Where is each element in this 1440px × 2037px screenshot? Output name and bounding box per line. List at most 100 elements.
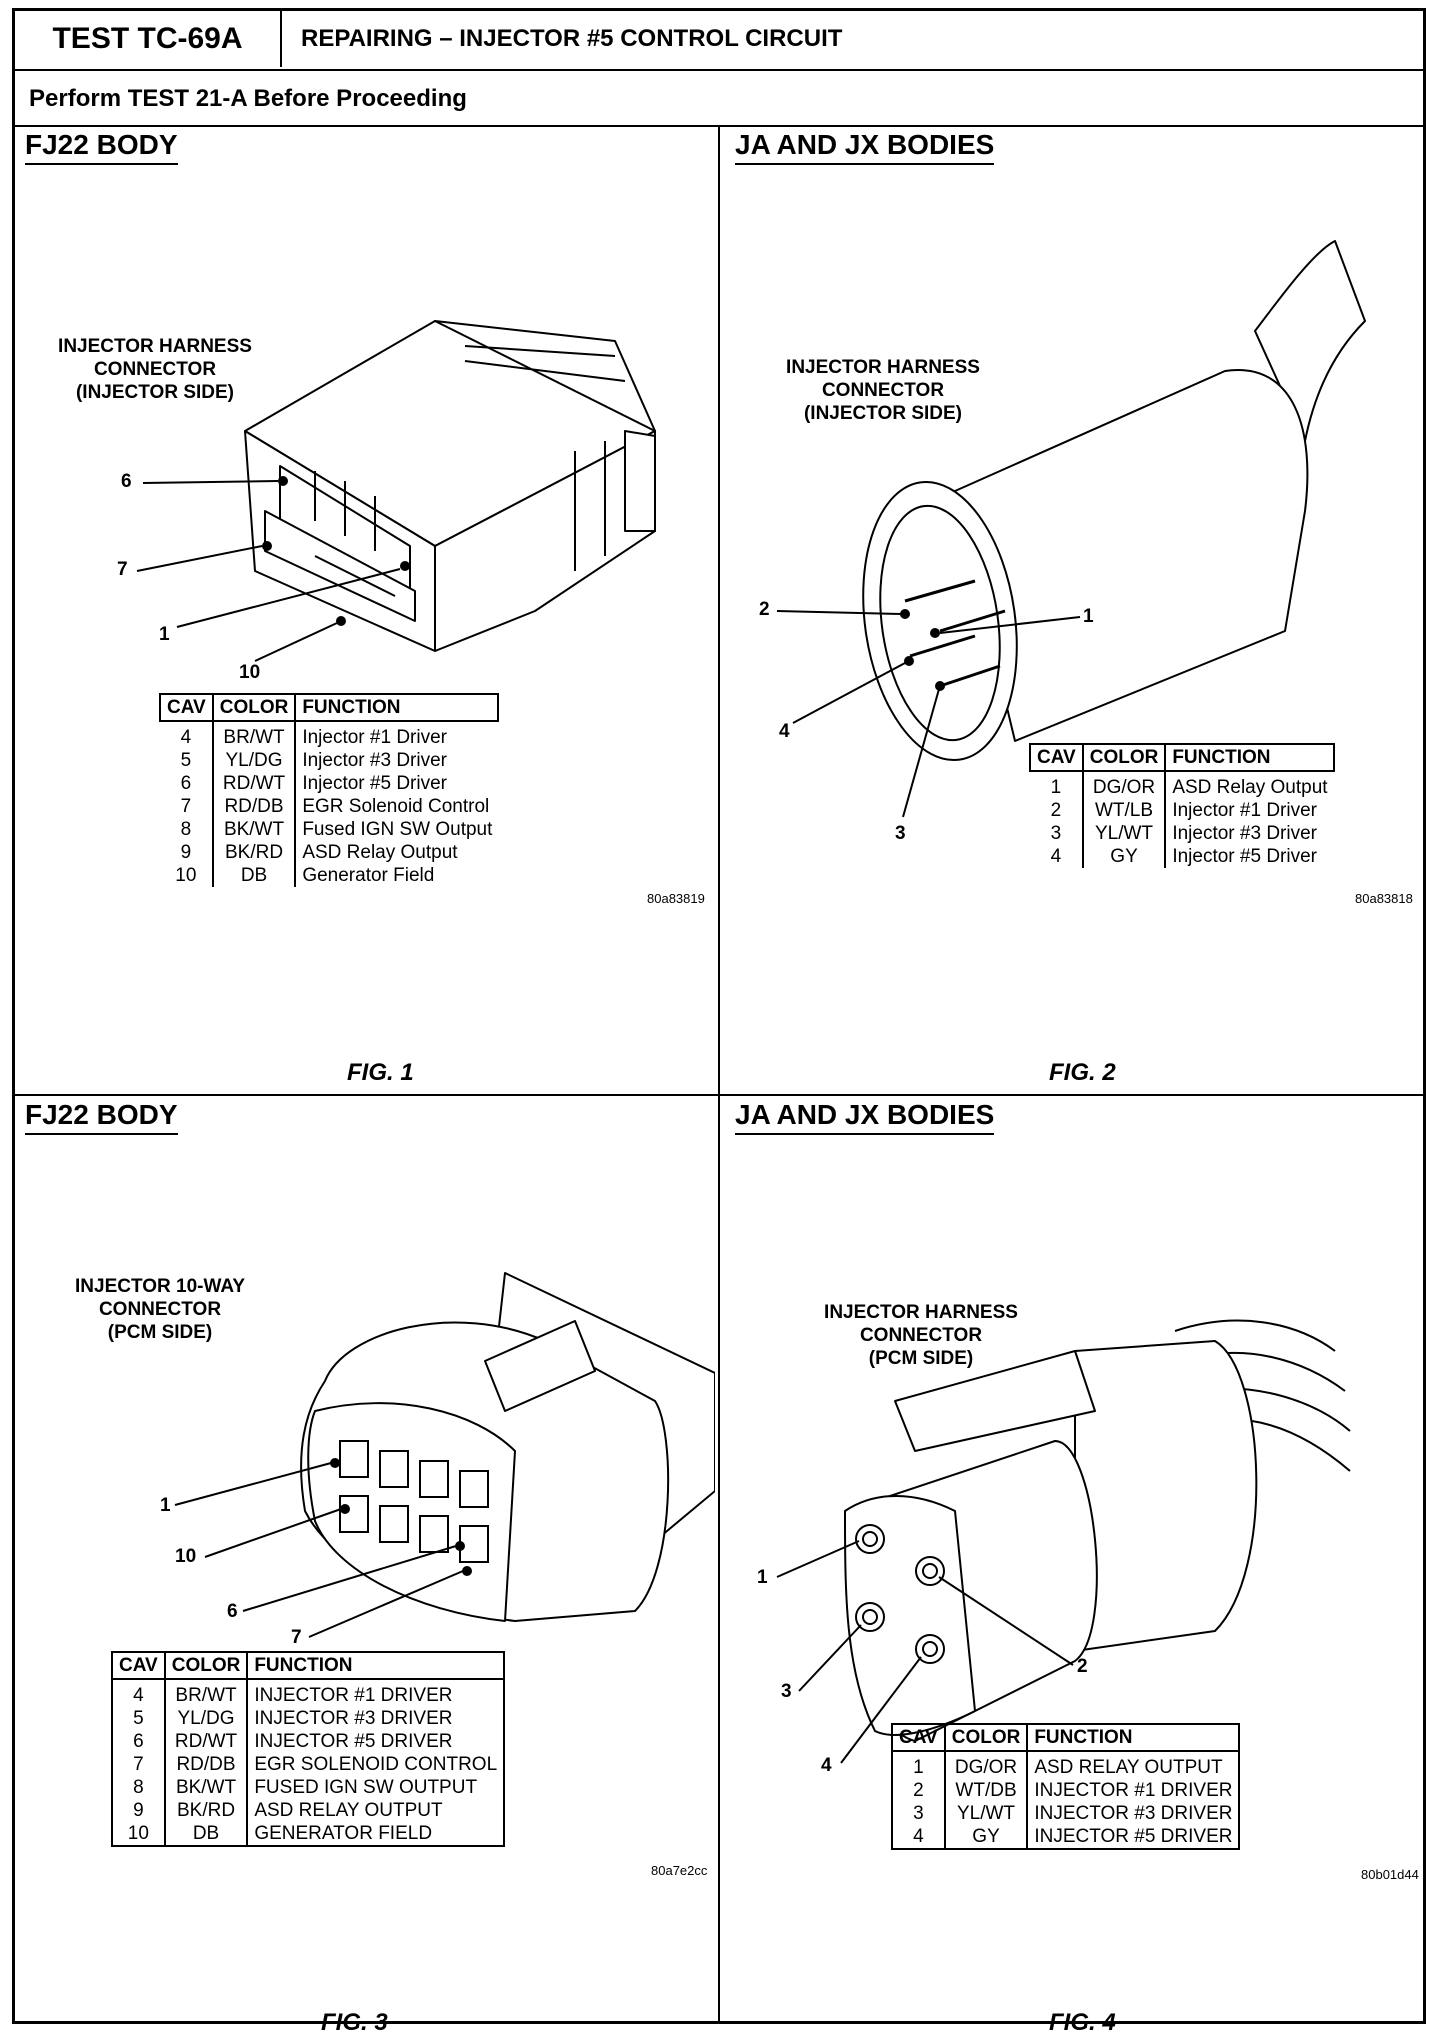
color-cell: BK/RD <box>212 841 297 864</box>
function-cell: Fused IGN SW Output <box>302 819 493 840</box>
cav-cell: 9 <box>112 1799 166 1822</box>
panel-1-figure-code: 80a83819 <box>647 891 705 906</box>
panel-4-label-line: (PCM SIDE) <box>868 1348 974 1369</box>
color-cell: GY <box>944 1825 1029 1849</box>
vertical-divider <box>718 125 720 2024</box>
function-cell: Injector #1 Driver <box>1172 800 1317 821</box>
cav-cell: 6 <box>112 1730 166 1753</box>
panel-1-callout: 1 <box>159 624 170 645</box>
col-header: FUNCTION <box>1164 743 1335 772</box>
color-cell: WT/LB <box>1082 799 1167 822</box>
color-cell: WT/DB <box>944 1779 1029 1802</box>
panel-2-label-line: CONNECTOR <box>821 380 945 401</box>
panel-3-figure-code: 80a7e2cc <box>651 1863 708 1878</box>
panel-3-callout: 1 <box>160 1495 171 1516</box>
cav-cell: 4 <box>1030 845 1084 868</box>
cav-cell: 3 <box>892 1802 946 1825</box>
function-cell: Injector #3 Driver <box>1172 823 1317 844</box>
col-header: FUNCTION <box>246 1651 506 1680</box>
panel-2-connector-drawing <box>776 240 1366 818</box>
cav-cell: 7 <box>112 1753 166 1776</box>
color-cell: YL/DG <box>212 749 297 772</box>
panel-1-callout: 6 <box>121 471 132 492</box>
color-cell: BK/WT <box>212 818 297 841</box>
color-cell: RD/WT <box>164 1730 249 1753</box>
cav-cell: 4 <box>160 721 214 749</box>
panel-1-label-line: (INJECTOR SIDE) <box>75 382 234 403</box>
panel-3-label-line: (PCM SIDE) <box>107 1322 213 1343</box>
function-cell: Generator Field <box>302 865 435 886</box>
test-title: REPAIRING – INJECTOR #5 CONTROL CIRCUIT <box>301 25 843 52</box>
col-header: COLOR <box>163 1651 249 1680</box>
color-cell: BK/WT <box>164 1776 249 1799</box>
function-cell: INJECTOR #5 DRIVER <box>1034 1826 1233 1847</box>
header-bar: TEST TC-69A REPAIRING – INJECTOR #5 CONT… <box>15 11 1423 71</box>
col-header: COLOR <box>211 693 297 722</box>
color-cell: YL/WT <box>944 1802 1029 1825</box>
col-header: FUNCTION <box>294 693 500 722</box>
cav-cell: 2 <box>892 1779 946 1802</box>
function-cell: EGR SOLENOID CONTROL <box>254 1754 498 1775</box>
col-header: COLOR <box>943 1723 1029 1752</box>
cav-cell: 2 <box>1030 799 1084 822</box>
cav-cell: 1 <box>892 1751 946 1779</box>
function-cell: ASD RELAY OUTPUT <box>254 1800 443 1821</box>
panel-4-callout: 1 <box>757 1567 768 1588</box>
panel-4-connector-drawing <box>776 1319 1351 1764</box>
cav-cell: 6 <box>160 772 214 795</box>
panel-2-figure-label: FIG. 2 <box>1049 1059 1116 1086</box>
color-cell: RD/WT <box>212 772 297 795</box>
test-sheet: TEST TC-69A REPAIRING – INJECTOR #5 CONT… <box>12 8 1426 2036</box>
color-cell: BR/WT <box>164 1679 249 1707</box>
function-cell: ASD Relay Output <box>302 842 458 863</box>
function-cell: Injector #5 Driver <box>302 773 447 794</box>
panel-4-label-line: INJECTOR HARNESS <box>824 1302 1018 1323</box>
panel-3-callout: 10 <box>175 1546 197 1567</box>
cav-cell: 8 <box>112 1776 166 1799</box>
function-cell: ASD RELAY OUTPUT <box>1034 1757 1223 1778</box>
panel-4-connector-label: INJECTOR HARNESS CONNECTOR (PCM SIDE) <box>801 1301 1041 1370</box>
panel-1-title: FJ22 BODY <box>25 129 178 165</box>
function-cell: INJECTOR #5 DRIVER <box>254 1731 453 1752</box>
panel-2-callout: 1 <box>1083 606 1094 627</box>
cav-cell: 9 <box>160 841 214 864</box>
function-cell: INJECTOR #3 DRIVER <box>1034 1803 1233 1824</box>
panel-4-figure-code: 80b01d44 <box>1361 1867 1419 1882</box>
color-cell: YL/WT <box>1082 822 1167 845</box>
horizontal-divider <box>15 1094 1423 1096</box>
color-cell: DB <box>212 864 297 887</box>
panel-2-figure-code: 80a83818 <box>1355 891 1413 906</box>
panel-2-callout: 4 <box>779 721 790 742</box>
panel-1-figure-label: FIG. 1 <box>347 1059 414 1086</box>
function-cell: ASD Relay Output <box>1172 777 1328 798</box>
cav-cell: 5 <box>112 1707 166 1730</box>
color-cell: DG/OR <box>944 1751 1029 1779</box>
panel-3-title: FJ22 BODY <box>25 1099 178 1135</box>
function-cell: INJECTOR #1 DRIVER <box>1034 1780 1233 1801</box>
function-cell: INJECTOR #1 DRIVER <box>254 1685 453 1706</box>
panel-2-connector-label: INJECTOR HARNESS CONNECTOR (INJECTOR SID… <box>763 356 1003 425</box>
panel-1-label-line: CONNECTOR <box>93 359 217 380</box>
color-cell: RD/DB <box>212 795 297 818</box>
